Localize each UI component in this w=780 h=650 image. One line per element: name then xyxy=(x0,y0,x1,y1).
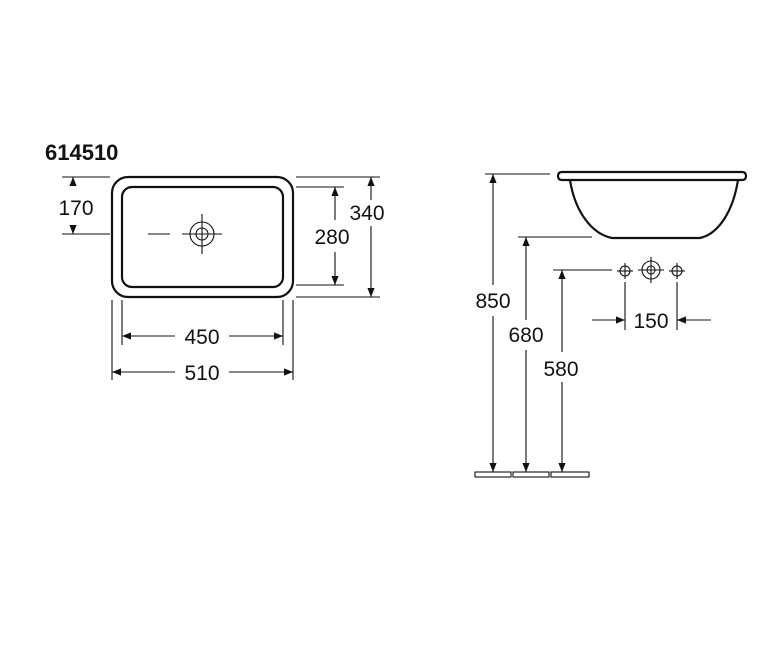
dim-label-supply-height: 580 xyxy=(543,358,578,381)
dim-inner-width: 450 xyxy=(121,300,284,349)
dim-tap-spacing: 150 xyxy=(592,282,711,333)
floor-line xyxy=(474,471,590,478)
side-view: 850 680 580 150 xyxy=(474,170,748,478)
dim-label-inner-depth: 280 xyxy=(314,226,349,249)
dim-rim-height: 850 xyxy=(475,173,550,472)
dim-inner-depth: 280 xyxy=(296,186,350,286)
dim-label-outer-width: 510 xyxy=(184,362,219,385)
basin-outer-outline xyxy=(110,175,295,299)
tap-symbols xyxy=(617,257,685,283)
basin-profile xyxy=(556,170,748,240)
dim-outer-depth: 340 xyxy=(296,176,385,298)
dim-drain-height: 680 xyxy=(508,236,592,472)
drain-symbol xyxy=(148,214,222,254)
model-number: 614510 xyxy=(45,140,118,165)
dim-label-outer-depth: 340 xyxy=(349,202,384,225)
dim-label-drain-height: 680 xyxy=(508,324,543,347)
dim-label-tap-spacing: 150 xyxy=(633,310,668,333)
dim-label-drain-offset: 170 xyxy=(58,197,93,220)
dim-label-rim-height: 850 xyxy=(475,290,510,313)
dim-drain-offset: 170 xyxy=(58,176,110,235)
dim-outer-width: 510 xyxy=(111,300,294,385)
basin-inner-outline xyxy=(120,185,285,289)
plan-view: 170 280 340 450 xyxy=(58,175,385,385)
dim-supply-height: 580 xyxy=(543,269,612,472)
dim-label-inner-width: 450 xyxy=(184,326,219,349)
